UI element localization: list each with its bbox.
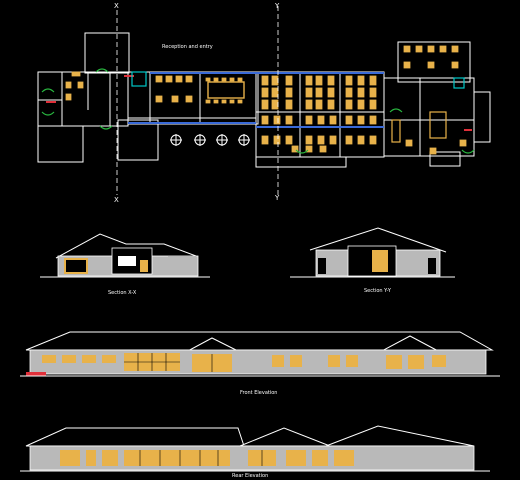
plan-furniture bbox=[65, 45, 467, 155]
section-markers: X X Y Y bbox=[114, 2, 280, 204]
rear-elevation: Rear Elevation bbox=[20, 425, 490, 479]
rear-elevation-label: Rear Elevation bbox=[232, 473, 268, 479]
section-x-label: Section X-X bbox=[108, 290, 137, 296]
front-elevation: Front Elevation bbox=[20, 331, 500, 396]
section-x-x: Section X-X bbox=[40, 233, 210, 296]
section-y-label: Section Y-Y bbox=[364, 288, 392, 294]
section-marker-y-top: Y bbox=[274, 2, 280, 10]
floor-plan bbox=[37, 32, 491, 168]
plan-doors-and-stairs bbox=[41, 68, 475, 154]
section-marker-y-bottom: Y bbox=[274, 194, 280, 202]
section-y-y: Section Y-Y bbox=[290, 227, 455, 294]
section-marker-x-top: X bbox=[114, 2, 119, 10]
section-marker-x-bottom: X bbox=[114, 196, 119, 204]
front-elevation-label: Front Elevation bbox=[240, 390, 277, 396]
plan-planters bbox=[170, 134, 250, 146]
plan-glazing bbox=[128, 72, 384, 128]
section-cut-lines bbox=[116, 6, 279, 195]
plan-title: Reception and entry bbox=[162, 44, 213, 50]
